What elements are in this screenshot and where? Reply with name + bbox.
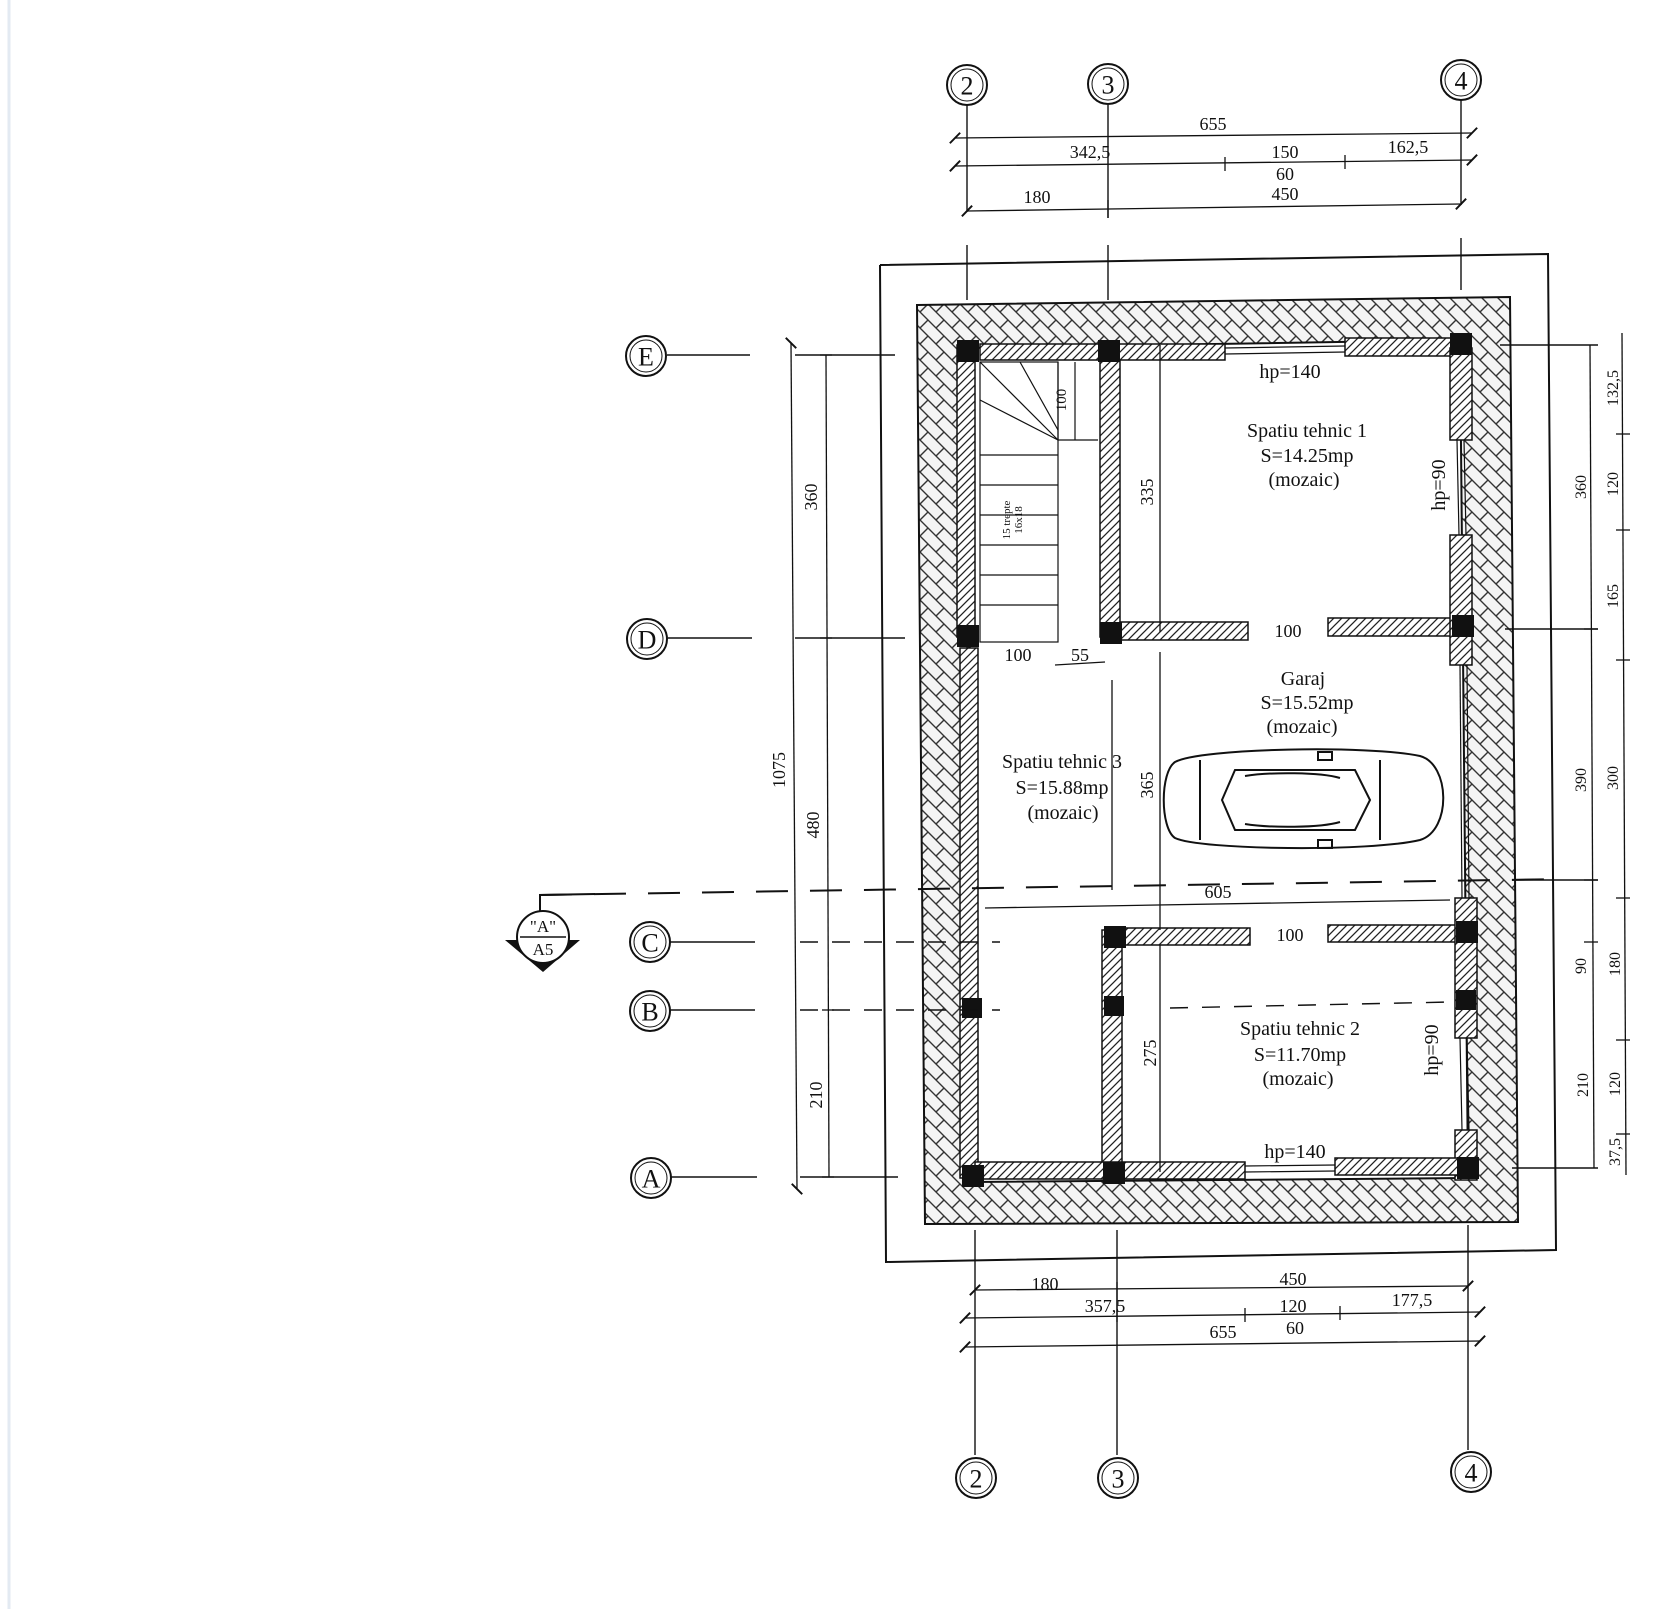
dim-right-outer-6: 120 <box>1607 1072 1624 1096</box>
axis-bubble-bottom-2: 2 <box>955 1457 997 1499</box>
dim-stair-landing: 100 <box>1005 645 1032 665</box>
dim-right-inner-1: 360 <box>1573 475 1590 499</box>
dim-top-segment-b: 150 <box>1272 142 1299 162</box>
section-line <box>539 878 1566 918</box>
dim-left-d-b: 480 <box>803 812 823 839</box>
svg-text:B: B <box>641 998 658 1027</box>
dim-right-outer-7: 37,5 <box>1607 1138 1624 1166</box>
room-spatiu-tehnic-3: Spatiu tehnic 3 S=15.88mp (mozaic) <box>1002 751 1122 824</box>
room-floor: (mozaic) <box>1268 469 1339 491</box>
svg-text:3: 3 <box>1102 71 1115 100</box>
dim-right-outer-4: 300 <box>1605 766 1622 790</box>
car-icon <box>1162 748 1445 850</box>
svg-text:2: 2 <box>961 72 974 101</box>
dim-stair-height: 335 <box>1137 479 1157 506</box>
room-area: S=14.25mp <box>1261 445 1354 467</box>
dim-bottom-overall: 655 <box>1210 1322 1237 1342</box>
dim-bottom-segment-d: 60 <box>1286 1318 1304 1338</box>
structural-columns <box>957 333 1479 1187</box>
dim-right-outer-3: 165 <box>1605 584 1622 608</box>
stair-steps-label: 15 trepte <box>1001 500 1013 539</box>
dim-right-inner-3: 90 <box>1573 958 1590 974</box>
dim-top-axis-a: 180 <box>1024 187 1051 207</box>
dim-bottom-axis-a: 180 <box>1032 1274 1059 1294</box>
site-outline <box>879 252 1558 1264</box>
stair <box>979 361 1098 643</box>
axis-bubble-top-3: 3 <box>1087 63 1129 105</box>
axis-bubble-A: A <box>630 1157 672 1199</box>
opening-top-window: hp=140 <box>1259 361 1320 383</box>
room-spatiu-tehnic-1: Spatiu tehnic 1 S=14.25mp (mozaic) <box>1247 420 1367 491</box>
room-name: Spatiu tehnic 3 <box>1002 751 1122 773</box>
room-name: Spatiu tehnic 2 <box>1240 1018 1360 1040</box>
svg-text:4: 4 <box>1455 67 1468 96</box>
room-floor: (mozaic) <box>1266 716 1337 738</box>
axis-bubble-C: C <box>629 921 671 963</box>
dim-right-inner-4: 210 <box>1575 1073 1592 1097</box>
opening-right-window-2: hp=90 <box>1421 1024 1443 1075</box>
svg-text:D: D <box>638 626 657 655</box>
dim-right-outer-2: 120 <box>1605 472 1622 496</box>
svg-text:E: E <box>638 343 654 372</box>
svg-text:4: 4 <box>1465 1459 1478 1488</box>
room-name: Spatiu tehnic 1 <box>1247 420 1367 442</box>
dim-top-segment-c: 162,5 <box>1388 137 1429 157</box>
svg-text:C: C <box>641 929 658 958</box>
section-marker: "A" A5 <box>505 910 580 972</box>
dim-top-axis-b: 450 <box>1272 184 1299 204</box>
axis-bubble-E: E <box>625 335 667 377</box>
svg-text:3: 3 <box>1112 1465 1125 1494</box>
dim-top-overall: 655 <box>1200 114 1227 134</box>
axis-bubble-top-4: 4 <box>1440 59 1482 101</box>
dim-top-segment-a: 342,5 <box>1070 142 1111 162</box>
dim-left-b-a: 210 <box>806 1082 826 1109</box>
svg-text:A: A <box>642 1165 661 1194</box>
dim-right-inner-2: 390 <box>1573 768 1590 792</box>
dim-garage-height: 365 <box>1137 772 1157 799</box>
dim-right-outer-1: 132,5 <box>1605 370 1622 406</box>
opening-right-window-1: hp=90 <box>1428 459 1450 510</box>
opening-bottom-window: hp=140 <box>1264 1141 1325 1163</box>
section-marker-sheet: A5 <box>533 940 554 959</box>
dimension-lines <box>785 127 1630 1353</box>
axis-bubble-D: D <box>626 618 668 660</box>
dim-right-outer-5: 180 <box>1607 952 1624 976</box>
room-name: Garaj <box>1281 668 1325 690</box>
dim-bottom-segment-a: 357,5 <box>1085 1296 1126 1316</box>
room-area: S=15.88mp <box>1016 777 1109 799</box>
stair-step-size-label: 16x18 <box>1013 506 1025 534</box>
axis-bubble-bottom-3: 3 <box>1097 1457 1139 1499</box>
svg-text:2: 2 <box>970 1465 983 1494</box>
axis-bubble-B: B <box>629 990 671 1032</box>
dim-stair-gap: 55 <box>1071 645 1089 665</box>
dim-door-garage: 100 <box>1275 621 1302 641</box>
axis-bubble-bottom-4: 4 <box>1450 1451 1492 1493</box>
dim-door-tech2: 100 <box>1277 925 1304 945</box>
axis-bubbles: 2 3 4 2 3 4 E D C B A <box>625 59 1492 1499</box>
section-marker-label: "A" <box>530 917 556 936</box>
dim-section-width: 605 <box>1205 882 1232 902</box>
room-garaj: Garaj S=15.52mp (mozaic) <box>1261 668 1354 738</box>
room-floor: (mozaic) <box>1262 1068 1333 1090</box>
axis-bubble-top-2: 2 <box>946 64 988 106</box>
dim-top-segment-d: 60 <box>1276 164 1294 184</box>
dim-bottom-segment-b: 120 <box>1280 1296 1307 1316</box>
dim-bottom-segment-c: 177,5 <box>1392 1290 1433 1310</box>
dim-tech2-height: 275 <box>1140 1040 1160 1067</box>
dim-bottom-axis-b: 450 <box>1280 1269 1307 1289</box>
room-area: S=11.70mp <box>1254 1044 1346 1066</box>
room-floor: (mozaic) <box>1027 802 1098 824</box>
window-lines <box>1224 345 1470 1173</box>
room-area: S=15.52mp <box>1261 692 1354 714</box>
dim-left-e-d: 360 <box>801 484 821 511</box>
dim-stair-width: 100 <box>1054 389 1070 412</box>
room-spatiu-tehnic-2: Spatiu tehnic 2 S=11.70mp (mozaic) <box>1240 1018 1360 1090</box>
dim-left-overall: 1075 <box>769 752 789 788</box>
